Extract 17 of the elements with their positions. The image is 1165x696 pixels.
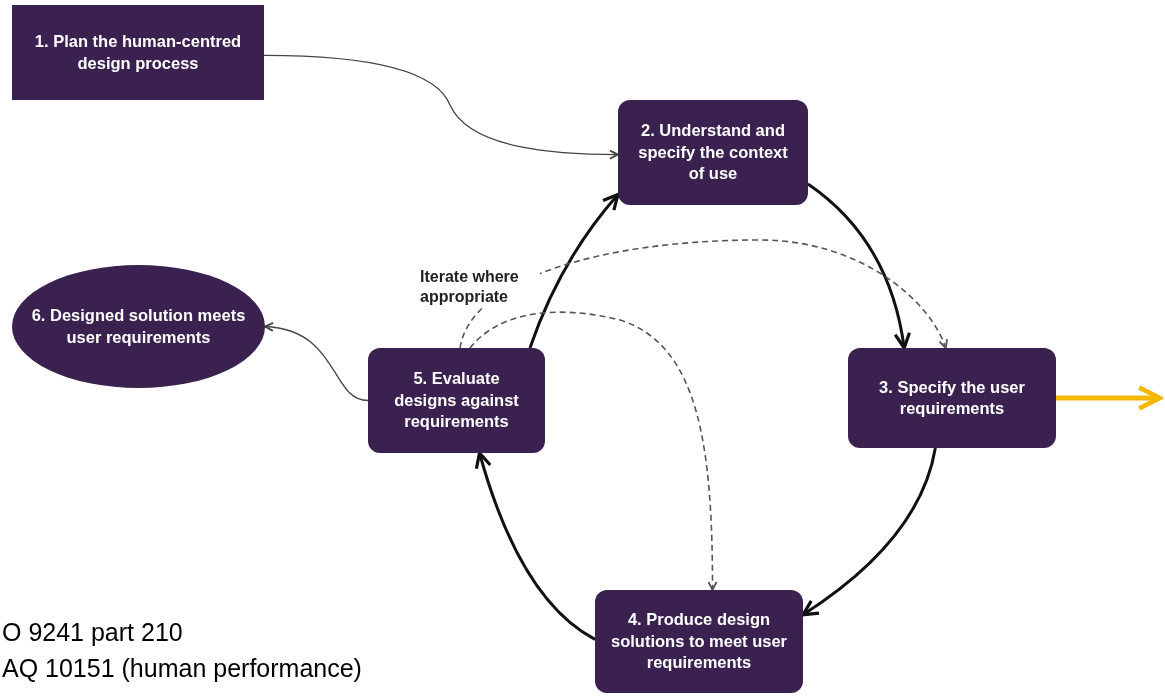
arrow [264, 322, 369, 402]
arrow [807, 182, 911, 350]
note-text: AQ 10151 (human performance) [2, 654, 362, 683]
note-text: O 9241 part 210 [2, 618, 183, 647]
arrow [469, 311, 718, 591]
arrow [475, 451, 596, 641]
process-box: 3. Specify the user requirements [848, 348, 1056, 448]
arrow [528, 192, 620, 349]
arrow [801, 447, 937, 617]
process-box: 4. Produce design solutions to meet user requirements [595, 590, 803, 693]
process-box: 2. Understand and specify the context of use [618, 100, 808, 205]
process-box: 1. Plan the human-centred design process [12, 5, 264, 100]
arrow [263, 54, 619, 160]
process-box: 5. Evaluate designs against requirements [368, 348, 545, 453]
arrow [1056, 385, 1163, 411]
arrow [459, 239, 948, 349]
outcome-ellipse: 6. Designed solution meets user requirements [12, 265, 265, 388]
